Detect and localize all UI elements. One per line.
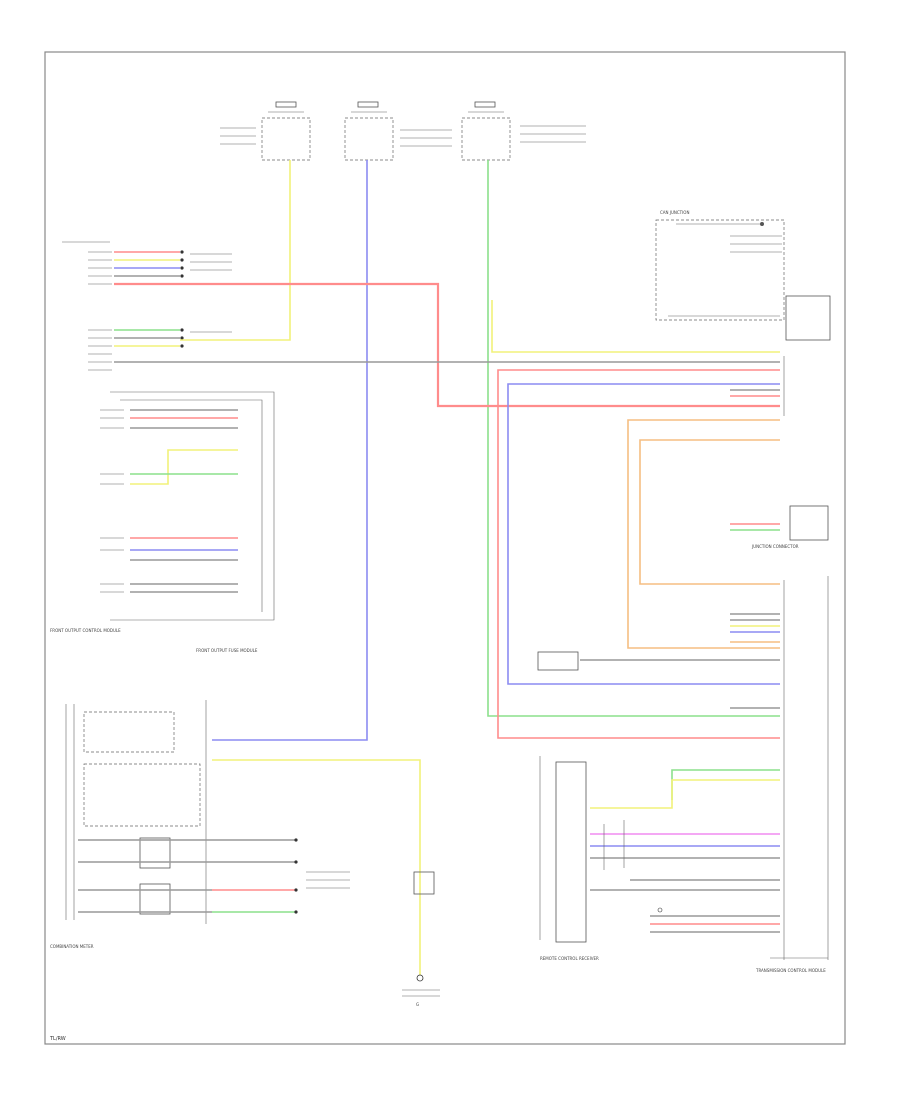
remote-receiver: REMOTE CONTROL RECEIVER TRANSMISSION CON…: [539, 756, 826, 973]
wire-red-horizontal: [114, 282, 780, 408]
right-top-caption: CAN JUNCTION: [660, 210, 689, 215]
right-connector-stubs: [537, 389, 829, 709]
fuse-box-3: [461, 117, 511, 161]
wire-blue-long: [212, 160, 368, 741]
wire-orange-loop: [627, 419, 780, 649]
right-module-caption: TRANSMISSION CONTROL MODULE: [755, 968, 826, 973]
footer-label: TL/RW: [49, 1036, 66, 1042]
bottom-center-caption: REMOTE CONTROL RECEIVER: [540, 956, 599, 961]
combination-meter: COMBINATION METER: [50, 700, 421, 975]
fuse-box-1: [261, 117, 311, 161]
left-output-module: FRONT OUTPUT CONTROL MODULE FRONT OUTPUT…: [50, 391, 275, 653]
fuse-box-2: [344, 117, 394, 161]
left-module-caption: FRONT OUTPUT CONTROL MODULE: [50, 628, 121, 633]
top-left-stubs: [114, 250, 232, 348]
bottom-left-caption: COMBINATION METER: [50, 944, 94, 949]
ground-symbol: G: [402, 871, 440, 1007]
can-junction: CAN JUNCTION: [655, 210, 831, 341]
right-module: [770, 356, 829, 960]
center-module-caption: FRONT OUTPUT FUSE MODULE: [196, 648, 258, 653]
ground-label: G: [416, 1002, 419, 1007]
wire-green-long: [487, 160, 780, 717]
wire-yellow-top: [180, 160, 291, 341]
main-wires: [114, 160, 780, 741]
connector-caption: JUNCTION CONNECTOR: [751, 544, 799, 549]
wire-orange-inner: [639, 439, 780, 585]
top-fuse-group: [220, 101, 586, 161]
wire-red-right: [497, 369, 780, 739]
wire-yellow-bus: [491, 300, 780, 353]
left-connector-lines: [62, 241, 112, 371]
wire-blue-right: [507, 383, 780, 685]
diagram-frame: [44, 51, 846, 1045]
